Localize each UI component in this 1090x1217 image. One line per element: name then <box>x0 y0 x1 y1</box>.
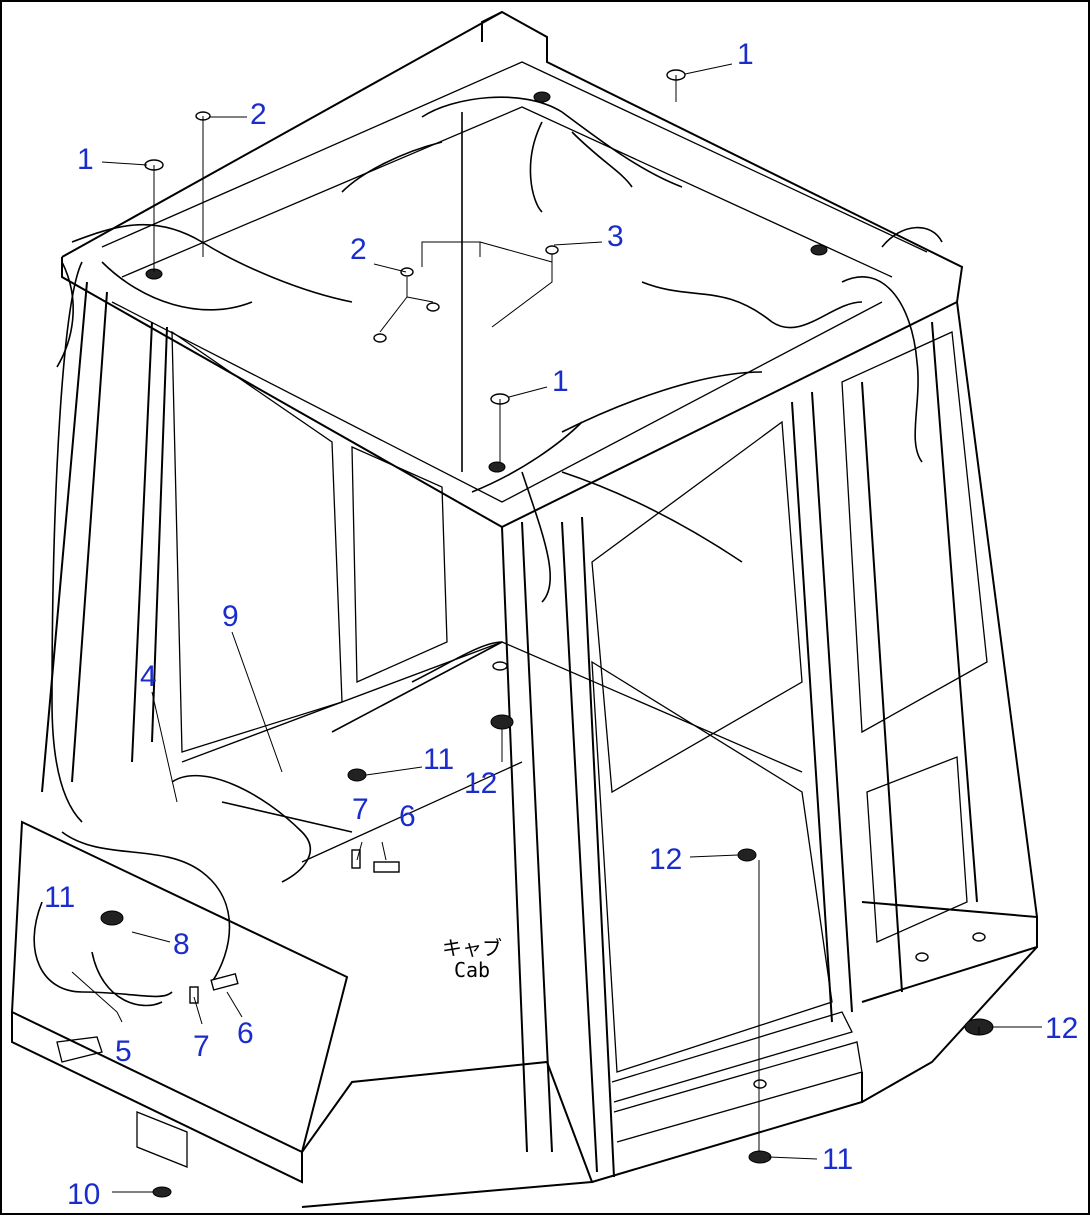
cab-frame <box>10 281 1038 1208</box>
callout-9: 9 <box>222 600 239 633</box>
callout-3: 3 <box>607 220 624 253</box>
callout-10: 10 <box>67 1178 101 1211</box>
callout-1-roof-left: 1 <box>77 143 94 176</box>
callout-5: 5 <box>115 1035 132 1068</box>
callout-6-upper: 6 <box>399 800 416 833</box>
callout-2-middle: 2 <box>350 233 367 266</box>
callout-7-upper: 7 <box>352 793 369 826</box>
cab-label: キャブ Cab <box>432 937 512 981</box>
callout-4: 4 <box>140 660 157 693</box>
callout-12-door: 12 <box>649 843 683 876</box>
callout-7-lower: 7 <box>193 1030 210 1063</box>
plugs-grommets <box>100 69 994 1198</box>
cab-label-japanese: キャブ <box>442 936 502 960</box>
leader-lines <box>71 63 1042 1193</box>
callout-6-lower: 6 <box>237 1017 254 1050</box>
callout-1-roof-center: 1 <box>552 365 569 398</box>
callout-1-roof-right: 1 <box>737 38 754 71</box>
callout-11-floor: 11 <box>423 743 455 776</box>
callout-11-left: 11 <box>44 881 76 914</box>
callout-12-rear: 12 <box>1045 1012 1079 1045</box>
callout-2-top: 2 <box>250 98 267 131</box>
wiring-harness <box>33 96 943 1007</box>
callout-12-floor: 12 <box>464 767 498 800</box>
callout-11-bottom: 11 <box>822 1143 854 1176</box>
cab-label-english: Cab <box>453 958 491 982</box>
cab-roof <box>61 10 964 529</box>
callout-8: 8 <box>173 928 190 961</box>
